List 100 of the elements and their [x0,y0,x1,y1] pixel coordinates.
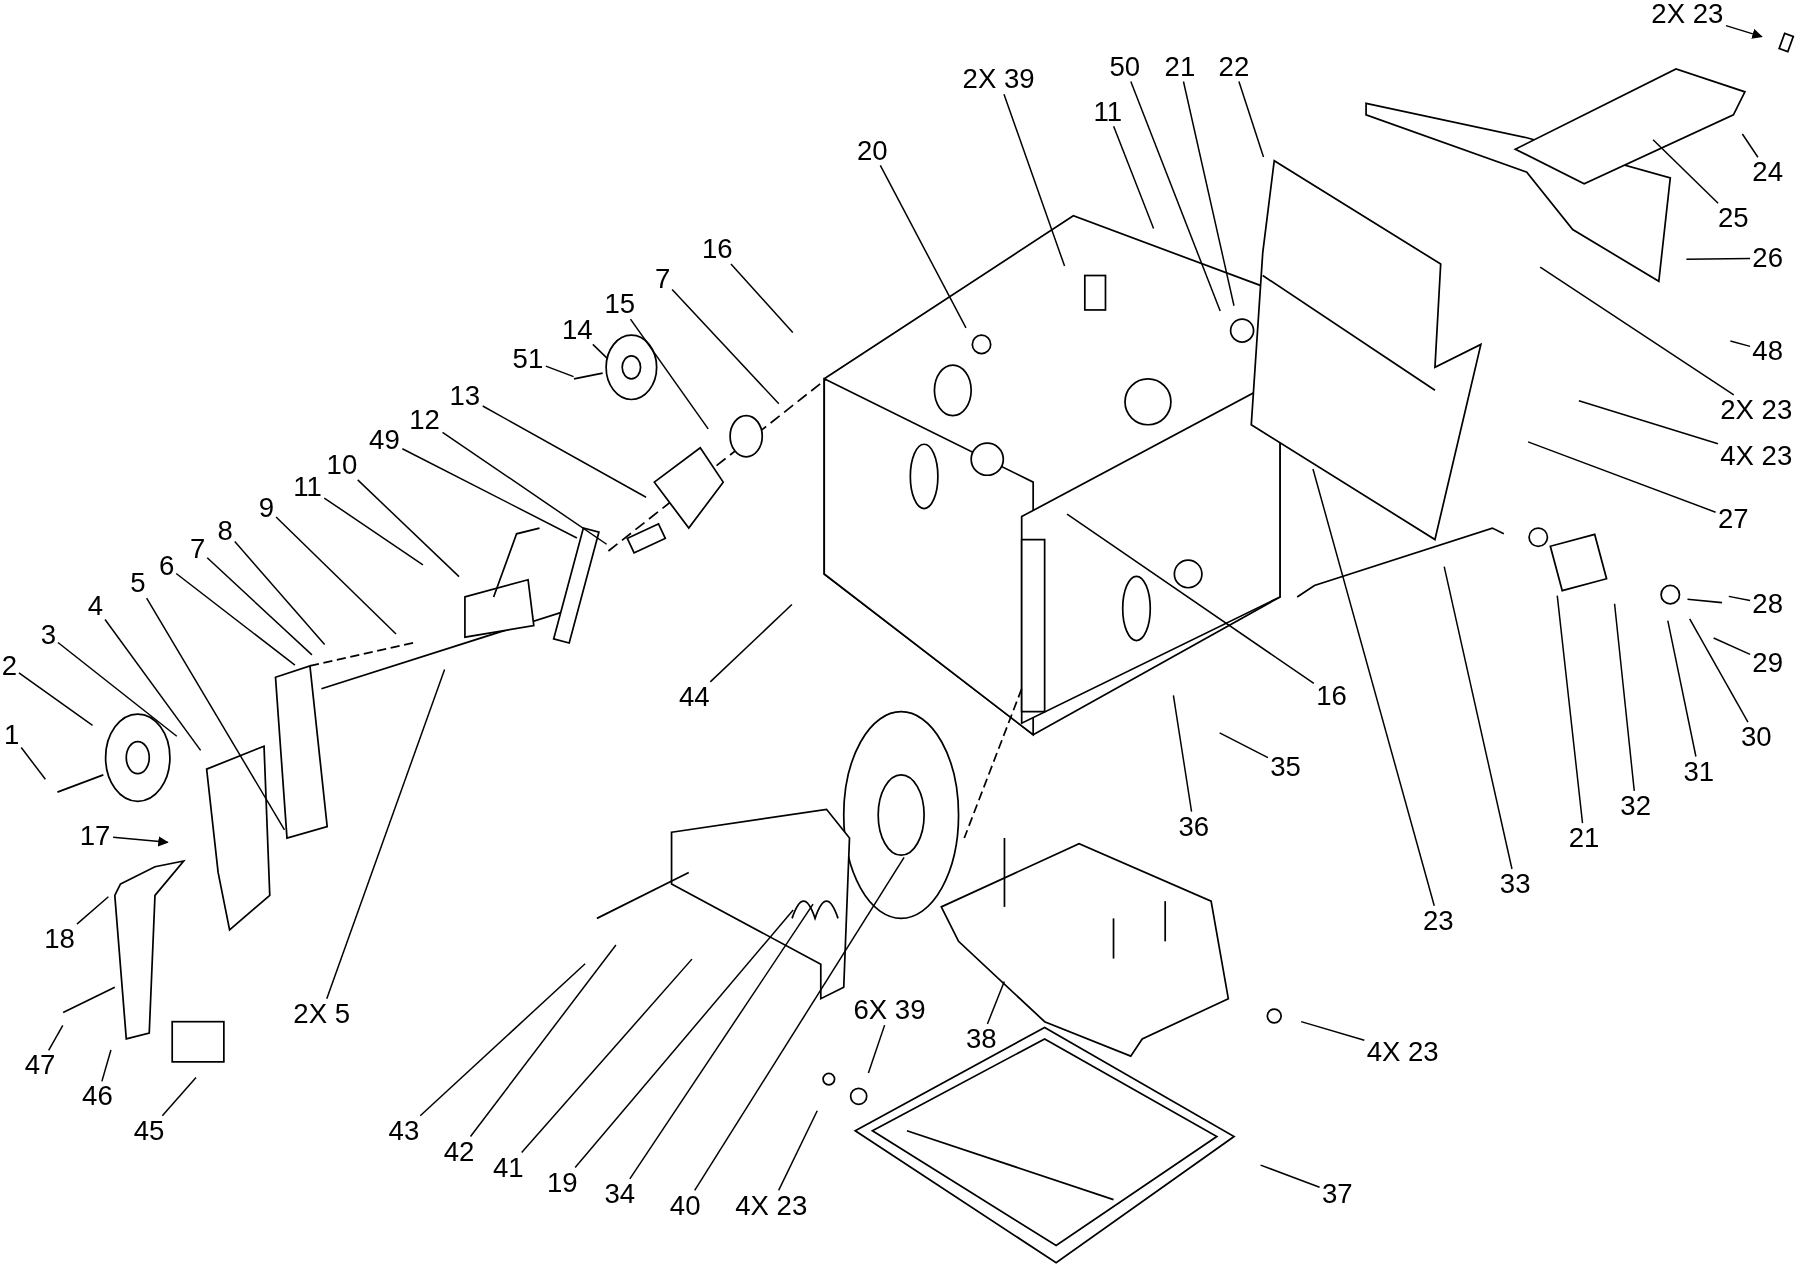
callout-number: 2X 23 [1717,394,1795,425]
callout-number: 19 [544,1167,580,1198]
callout-number: 20 [854,135,890,166]
callout-number: 32 [1618,790,1654,821]
callout-number: 43 [386,1115,422,1146]
leader-line [1527,441,1717,513]
leader-line [730,263,794,334]
leader-line [1652,139,1719,204]
callout-number: 9 [256,492,277,523]
callout-number: 30 [1738,722,1774,752]
leader-line [1667,619,1697,758]
callout-number: 50 [1107,51,1143,82]
leader-line [1066,513,1315,685]
callout-number: 48 [1750,336,1786,367]
callout-number: 4 [85,591,106,622]
callout-number: 14 [559,314,595,345]
callout-number: 4X 23 [1717,440,1795,471]
leader-line [671,288,780,405]
leader-line [1728,595,1751,602]
leader-line [206,557,313,656]
leader-line [76,896,110,925]
leader-line [629,318,709,430]
callout-number: 28 [1750,588,1786,619]
leader-line [574,909,794,1169]
callout-number: 12 [406,405,443,436]
callout-number: 51 [510,344,546,375]
callout-number: 8 [215,515,236,546]
leader-line [1685,257,1751,260]
callout-number: 4X 23 [732,1190,810,1221]
callout-number: 7 [187,533,208,564]
callout-number: 41 [490,1152,526,1183]
leader-line [112,836,169,847]
leader-line [469,944,617,1138]
leader-line [1741,133,1759,158]
callout-number: 34 [602,1178,638,1209]
leader-line [323,497,424,566]
callout-number: 46 [79,1081,116,1112]
leader-line [1130,80,1221,312]
callout-number: 2 [0,650,20,681]
callout-number: 5 [128,568,148,599]
callout-number: 11 [1091,96,1125,127]
leader-line [1300,1020,1366,1041]
callout-number: 16 [699,234,735,265]
leader-line [356,479,460,578]
leader-line [1312,468,1435,907]
leader-line [57,641,178,737]
callout-number: 29 [1750,647,1786,678]
leader-line [441,431,608,545]
leader-line [18,672,94,727]
leader-line [592,343,609,360]
callout-number: 27 [1715,503,1751,534]
leader-line [161,1076,197,1117]
leader-line [545,365,575,378]
leader-line [20,746,47,781]
callout-number: 16 [1313,680,1350,711]
leader-line [777,1110,818,1192]
callout-number: 47 [22,1050,58,1081]
leader-line [419,962,586,1117]
callout-number: 31 [1681,756,1717,787]
callout-number: 33 [1497,869,1533,899]
callout-number: 21 [1566,823,1602,853]
callout-number: 18 [41,924,78,954]
callout-number: 45 [131,1115,167,1146]
callout-number: 2X 23 [1649,0,1726,29]
leader-line [1725,24,1763,39]
callout-number: 10 [324,450,360,480]
leader-line [275,516,397,635]
leader-line [1182,80,1235,307]
leader-line [693,856,905,1192]
callout-number: 2X 39 [960,64,1037,95]
leader-line [1443,565,1513,870]
callout-number: 1 [1,719,22,750]
leader-line [520,958,693,1154]
callout-number: 37 [1319,1178,1355,1209]
leader-line [1613,603,1635,792]
leader-line [104,618,202,752]
leader-line [1003,93,1066,267]
callout-number: 21 [1162,51,1198,82]
leader-line [1712,637,1751,656]
leader-line [709,603,793,683]
callout-number: 42 [441,1136,477,1167]
callout-number: 22 [1216,51,1252,82]
callout-number: 13 [447,381,483,411]
leader-line [1172,694,1193,813]
callout-number: 35 [1267,751,1304,782]
leader-line [629,903,814,1180]
leader-line [101,1049,112,1083]
callout-number: 6 [156,551,177,581]
callout-number: 25 [1715,203,1751,234]
callout-number: 38 [963,1024,999,1054]
leader-line [326,668,446,1000]
leader-line [1539,266,1735,396]
callout-number: 23 [1420,905,1456,936]
leader-line [1259,1164,1321,1188]
callout-number: 2X 5 [291,998,353,1029]
callout-number: 40 [667,1190,703,1221]
callout-number: 7 [652,264,673,294]
leader-line [1729,340,1751,348]
leader-line [1238,80,1265,158]
callout-number: 4X 23 [1364,1036,1441,1067]
